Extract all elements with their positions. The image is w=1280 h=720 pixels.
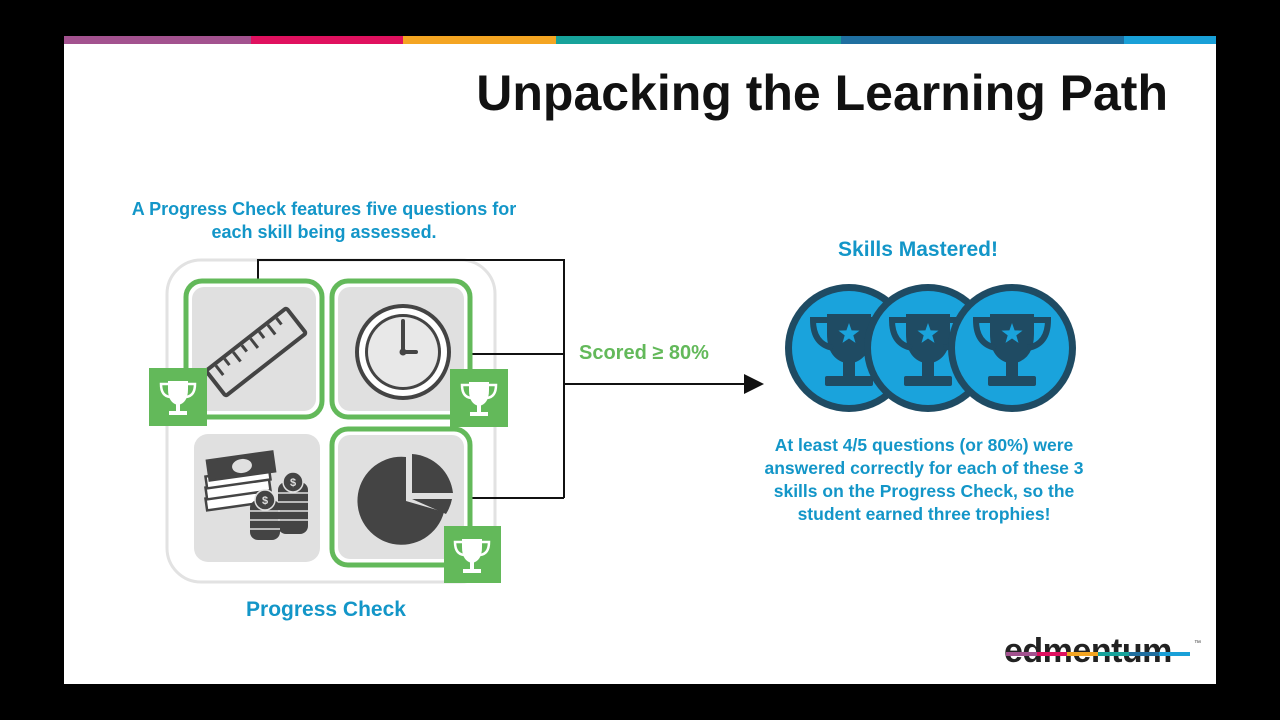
mastered-badge bbox=[149, 368, 207, 426]
logo-trademark: ™ bbox=[1194, 640, 1201, 647]
color-stripe bbox=[64, 36, 1216, 44]
star-icon bbox=[838, 323, 860, 343]
edmentum-logo: edmentum bbox=[1004, 632, 1172, 670]
connector-lines bbox=[257, 259, 749, 499]
ruler-icon bbox=[204, 306, 308, 398]
ruler-tile bbox=[183, 278, 325, 420]
logo-color-bar bbox=[1006, 652, 1191, 656]
progress-check-caption: A Progress Check features five questions… bbox=[131, 199, 517, 242]
trophy-medals bbox=[785, 284, 1076, 412]
stripe-segment bbox=[403, 36, 556, 44]
logo-bar-segment bbox=[1006, 652, 1037, 656]
stripe-segment bbox=[1124, 36, 1216, 44]
slide: Unpacking the Learning Path A Progress C… bbox=[64, 36, 1216, 684]
logo-bar-segment bbox=[1098, 652, 1129, 656]
clock-icon bbox=[355, 304, 451, 400]
stripe-segment bbox=[64, 36, 251, 44]
pie-chart-icon bbox=[357, 454, 453, 545]
arrow-head-icon bbox=[744, 374, 764, 394]
logo-bar-segment bbox=[1159, 652, 1191, 656]
money-icon: $ $ bbox=[204, 450, 308, 540]
trophy-icon bbox=[453, 539, 491, 573]
star-icon bbox=[917, 323, 939, 343]
logo-bar-segment bbox=[1128, 652, 1160, 656]
star-icon bbox=[1001, 323, 1023, 343]
scored-threshold-label: Scored ≥ 80% bbox=[579, 342, 709, 364]
stripe-segment bbox=[556, 36, 841, 44]
mastered-badge bbox=[450, 369, 508, 427]
pie-chart-tile bbox=[329, 426, 473, 568]
diagram-graphics: $ $ bbox=[149, 258, 1076, 584]
svg-text:$: $ bbox=[290, 477, 296, 489]
clock-tile bbox=[329, 278, 473, 420]
result-explanation: At least 4/5 questions (or 80%) were ans… bbox=[764, 435, 1084, 524]
stripe-segment bbox=[841, 36, 1124, 44]
stripe-segment bbox=[251, 36, 403, 44]
progress-check-label: Progress Check bbox=[246, 598, 406, 621]
money-tile: $ $ bbox=[194, 434, 320, 562]
svg-text:$: $ bbox=[262, 495, 268, 507]
trophy-icon bbox=[159, 381, 197, 415]
slide-title: Unpacking the Learning Path bbox=[476, 65, 1168, 121]
trophy-icon bbox=[972, 314, 1052, 386]
mastered-badge bbox=[444, 526, 501, 583]
blue-trophy-medal bbox=[948, 284, 1076, 412]
logo-bar-segment bbox=[1067, 652, 1099, 656]
trophy-icon bbox=[460, 382, 498, 416]
skills-mastered-title: Skills Mastered! bbox=[838, 238, 998, 261]
logo-bar-segment bbox=[1036, 652, 1068, 656]
